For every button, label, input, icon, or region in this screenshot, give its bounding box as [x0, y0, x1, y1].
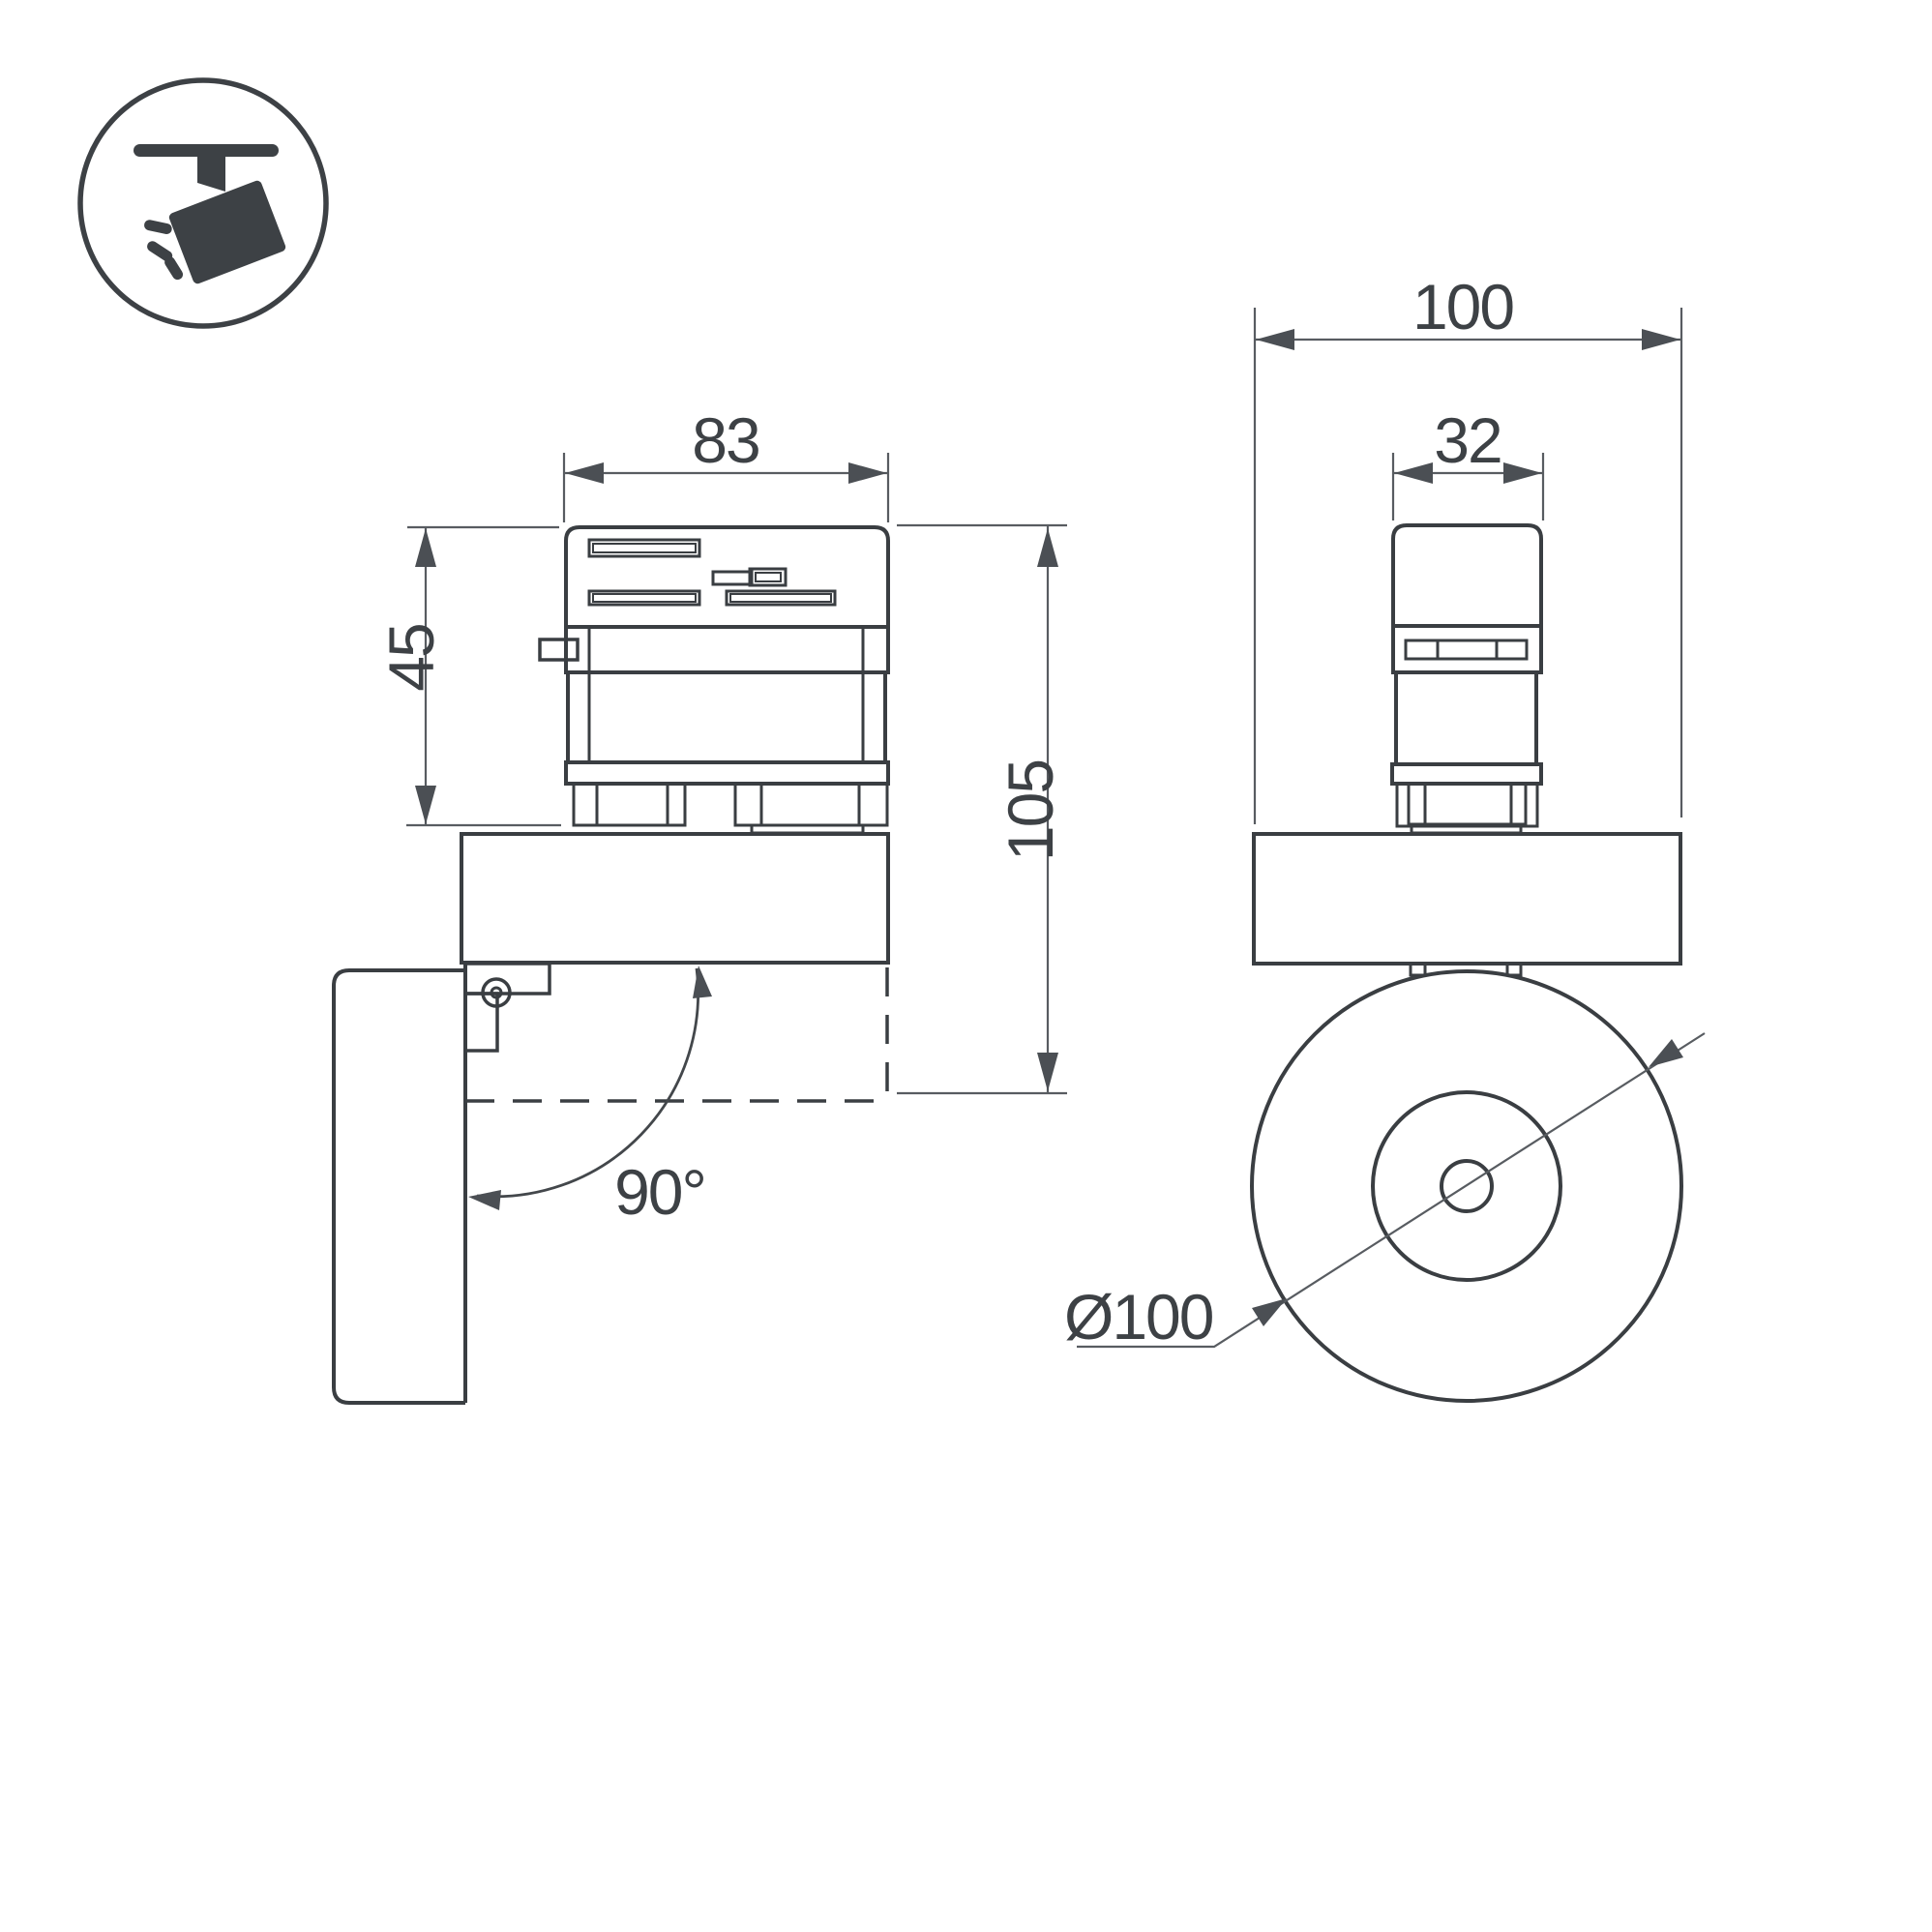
dim-arrow-down — [415, 786, 436, 824]
front-view: Ø100 100 32 — [1064, 271, 1706, 1403]
angle-label: 90° — [614, 1156, 705, 1228]
adapter-neck — [1394, 670, 1538, 766]
rotation-angle-annotation: 90° — [468, 966, 712, 1228]
side-body-cylinder — [460, 832, 890, 965]
adapter-slot — [1404, 639, 1529, 661]
dim-arrow-right — [1642, 329, 1680, 350]
adapter-band-upper — [1391, 624, 1543, 674]
adapter-slot — [587, 538, 701, 558]
dim-83-label: 83 — [692, 404, 758, 476]
adapter-foot-lip — [750, 823, 865, 835]
head-middle-circle — [1371, 1090, 1562, 1282]
side-head-phantom-position — [465, 967, 889, 1103]
adapter-slot — [725, 589, 837, 607]
dim-diameter-label: Ø100 — [1064, 1281, 1213, 1352]
light-ray-1 — [144, 220, 172, 234]
pivot-outer — [481, 977, 512, 1008]
dia-arrow-lower-left — [1252, 1298, 1287, 1326]
front-track-adapter — [1390, 523, 1543, 835]
icon-ring — [77, 77, 329, 329]
dim-arrow-left — [565, 462, 604, 484]
rotation-arc — [476, 967, 699, 1199]
dimension-adapter-width: 83 — [562, 404, 890, 522]
dia-arrow-upper-right — [1649, 1039, 1683, 1067]
adapter-slot-small — [711, 570, 754, 586]
hinge-bracket — [463, 962, 551, 996]
dim-arrow-left — [1394, 462, 1433, 484]
dim-arrow-left — [1256, 329, 1294, 350]
spotlight-head-glyph — [168, 180, 286, 284]
adapter-foot-lip — [1410, 824, 1523, 835]
adapter-slot — [587, 589, 701, 607]
dim-arrow-up — [415, 528, 436, 567]
adapter-foot-middle — [733, 782, 763, 827]
light-ray-3 — [164, 256, 184, 281]
adapter-band-lower — [1390, 762, 1543, 786]
adapter-slot-small-2-inner — [755, 572, 782, 582]
dim-arrow-up — [1037, 528, 1058, 567]
dimension-total-height: 105 — [897, 523, 1067, 1095]
side-lamp-head-rotated — [332, 963, 467, 1405]
dimension-front-adapter-width: 32 — [1391, 404, 1545, 520]
adapter-slot-inner — [592, 593, 697, 603]
light-ray-2 — [147, 241, 173, 262]
adapter-head-outline — [564, 525, 890, 629]
hinge-bracket-lower — [463, 992, 499, 1053]
track-stem-glyph — [197, 153, 225, 192]
dim-45-label: 45 — [375, 624, 447, 691]
adapter-foot-left — [572, 782, 687, 827]
dim-arrow-down — [1037, 1053, 1058, 1091]
adapter-band-upper — [564, 625, 890, 674]
front-lamp-head — [1250, 969, 1683, 1403]
dim-arrow-right — [1503, 462, 1542, 484]
dim-100-label: 100 — [1412, 271, 1513, 342]
dim-105-label: 105 — [995, 760, 1066, 861]
dimension-adapter-height: 45 — [375, 525, 561, 827]
adapter-slot-small-2 — [748, 567, 788, 587]
arc-arrow-left — [468, 1190, 501, 1210]
arc-arrow-up — [693, 966, 712, 998]
adapter-foot-right — [857, 782, 889, 827]
head-outer-circle — [1250, 969, 1683, 1403]
track-bar-glyph — [134, 144, 279, 157]
adapter-side-tab — [538, 638, 580, 662]
pivot-inner — [490, 986, 503, 999]
adapter-neck — [566, 670, 887, 764]
head-center-circle — [1440, 1159, 1494, 1213]
dim-arrow-right — [848, 462, 887, 484]
adapter-foot-left — [1395, 782, 1427, 828]
side-hinge — [463, 962, 551, 1053]
track-light-icon — [77, 77, 329, 329]
base-outline — [1252, 832, 1682, 966]
side-track-adapter — [538, 525, 890, 835]
adapter-head-outline — [1391, 523, 1543, 628]
adapter-slot-inner — [729, 593, 832, 603]
dimension-head-diameter: Ø100 — [1064, 1032, 1706, 1352]
dim-32-label: 32 — [1434, 404, 1501, 476]
lamp-head-outline — [332, 968, 465, 1405]
diameter-leader-line — [1077, 1032, 1706, 1349]
dimension-overall-width: 100 — [1253, 271, 1683, 824]
side-view: 90° 83 45 105 — [332, 404, 1067, 1405]
adapter-band-lower — [564, 760, 890, 786]
front-base — [1252, 832, 1682, 977]
adapter-slot-inner — [592, 543, 697, 553]
